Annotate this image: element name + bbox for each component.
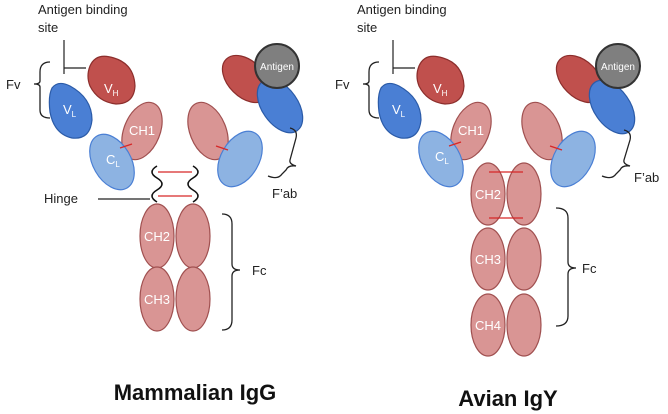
antigen-binding-site-label-line2: site xyxy=(38,20,58,35)
cl-label: CL xyxy=(106,152,120,169)
ch4-label: CH4 xyxy=(475,318,501,333)
fab-label: F’ab xyxy=(272,186,297,201)
fab-bracket xyxy=(267,127,298,179)
vh-domain-left-arm xyxy=(87,55,136,105)
ch3-domain-right xyxy=(506,227,542,291)
fc-label: Fc xyxy=(252,263,267,278)
hinge-region xyxy=(151,165,199,203)
mammalian-igg: Antigen VL VH CL CH1 CH2 CH3 Antigen bin… xyxy=(6,2,304,405)
fab-label: F’ab xyxy=(634,170,659,185)
ch2-domain-right xyxy=(175,203,211,269)
title-mammalian-igg: Mammalian IgG xyxy=(114,380,277,405)
cl-label: CL xyxy=(435,149,449,166)
fv-label: Fv xyxy=(335,77,350,92)
ch2-domain-left xyxy=(470,162,506,226)
ch3-domain-right xyxy=(175,266,211,332)
antigen-left xyxy=(254,43,300,89)
fv-label: Fv xyxy=(6,77,21,92)
ch2-label: CH2 xyxy=(144,229,170,244)
ch1-label: CH1 xyxy=(458,123,484,138)
vl-domain-left-arm xyxy=(48,82,93,139)
ch3-label: CH3 xyxy=(475,252,501,267)
vl-label: VL xyxy=(392,102,406,119)
fv-bracket xyxy=(33,61,51,119)
cl-domain-right-arm xyxy=(217,130,263,188)
fc-bracket xyxy=(221,213,241,331)
title-avian-igy: Avian IgY xyxy=(458,386,558,411)
cl-domain-right-arm xyxy=(550,130,596,188)
vl-domain-right-arm xyxy=(588,79,636,135)
antigen-binding-site-label-line2: site xyxy=(357,20,377,35)
ch3-domain-left xyxy=(139,266,175,332)
antigen-label: Antigen xyxy=(260,62,294,73)
vh-domain-left-arm xyxy=(416,55,465,105)
avian-igy: Antigen VL VH CL CH1 CH2 CH3 CH4 Antigen… xyxy=(335,2,659,411)
ch1-label: CH1 xyxy=(129,123,155,138)
ch4-domain-right xyxy=(506,293,542,357)
ch3-domain-left xyxy=(470,227,506,291)
vh-label: VH xyxy=(104,81,119,98)
antigen-right xyxy=(595,43,641,89)
hinge-label: Hinge xyxy=(44,191,78,206)
fab-bracket xyxy=(601,129,632,179)
ch4-domain-left xyxy=(470,293,506,357)
cl-domain-left-arm xyxy=(89,133,135,191)
antigen-label: Antigen xyxy=(601,62,635,73)
ch2-domain-right xyxy=(506,162,542,226)
ch2-label: CH2 xyxy=(475,187,501,202)
fv-bracket xyxy=(362,61,380,119)
vl-domain-left-arm xyxy=(377,82,422,139)
fc-bracket xyxy=(555,207,577,327)
vl-label: VL xyxy=(63,102,77,119)
antigen-binding-site-label-line1: Antigen binding xyxy=(38,2,128,17)
antigen-binding-site-label-line1: Antigen binding xyxy=(357,2,447,17)
fc-label: Fc xyxy=(582,261,597,276)
vh-label: VH xyxy=(433,81,448,98)
ch3-label: CH3 xyxy=(144,292,170,307)
